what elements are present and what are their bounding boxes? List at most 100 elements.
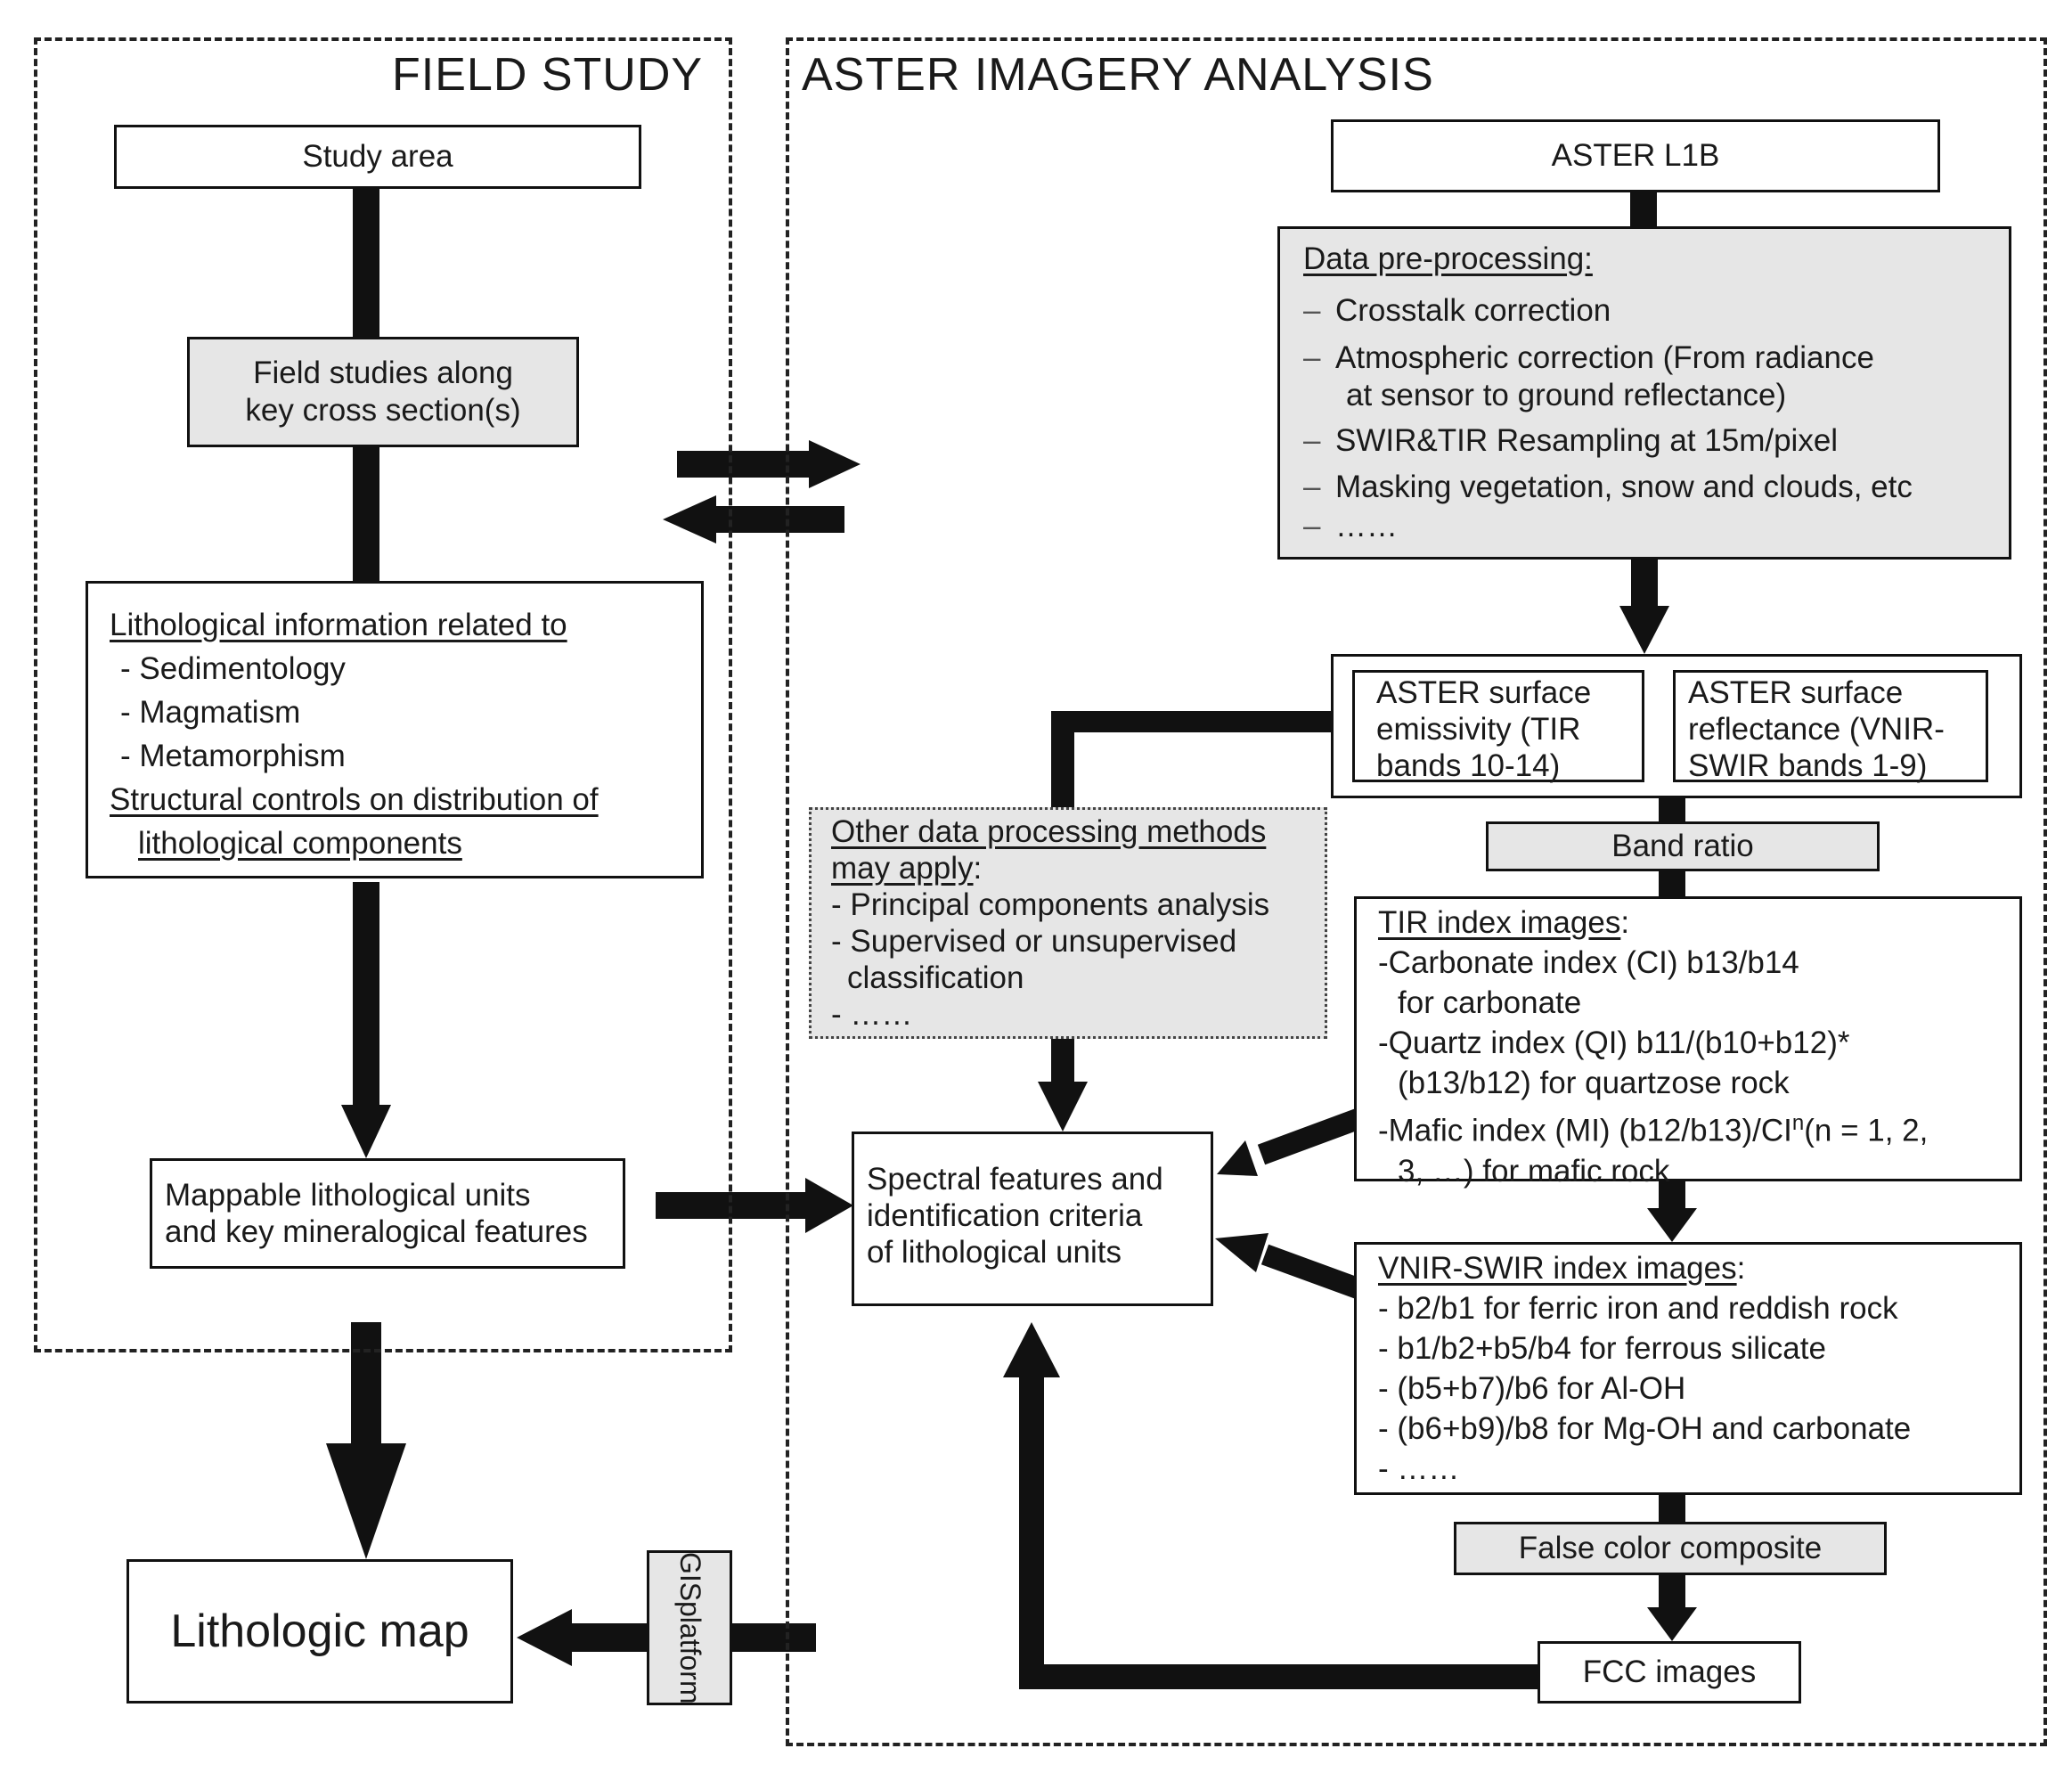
study-area-label: Study area bbox=[302, 139, 453, 174]
arrowhead-to-mappable bbox=[341, 1105, 391, 1158]
band-ratio-label: Band ratio bbox=[1611, 829, 1754, 863]
false-color-composite-box: False color composite bbox=[1454, 1522, 1887, 1575]
bullet-dash: – bbox=[1303, 509, 1321, 543]
connector-preprocessing-to-products-shaft bbox=[1631, 560, 1658, 608]
crosstalk-label: Crosstalk correction bbox=[1335, 293, 1611, 328]
reflectance-line2: reflectance (VNIR- bbox=[1688, 712, 1945, 747]
litho-item-sedimentology: - Sedimentology bbox=[120, 651, 346, 686]
preprocessing-box: Data pre-processing: –Crosstalk correcti… bbox=[1277, 226, 2011, 560]
structural-controls-line2: lithological components bbox=[138, 826, 462, 861]
mappable-line1: Mappable lithological units bbox=[165, 1178, 531, 1213]
supervised-item-line2: classification bbox=[847, 960, 1024, 995]
atmospheric-correction-item: –Atmospheric correction (From radiance bbox=[1303, 339, 2009, 377]
connector-composite-to-fcc-shaft bbox=[1659, 1575, 1685, 1609]
litho-item-metamorphism: - Metamorphism bbox=[120, 739, 346, 773]
vnir-index-colon: : bbox=[1736, 1251, 1746, 1286]
other-methods-more: - …… bbox=[831, 997, 913, 1032]
aster-analysis-panel bbox=[786, 37, 2047, 1746]
mafic-index-line2: 3, …) for mafic rock bbox=[1398, 1153, 1670, 1189]
bullet-dash: – bbox=[1303, 293, 1321, 328]
aster-l1b-label: ASTER L1B bbox=[1551, 138, 1720, 173]
emissivity-line1: ASTER surface bbox=[1376, 675, 1592, 710]
reflectance-line3: SWIR bands 1-9) bbox=[1688, 748, 1928, 783]
other-methods-heading2: may apply bbox=[831, 851, 974, 886]
other-methods-colon: : bbox=[973, 851, 983, 886]
preprocessing-more: …… bbox=[1335, 509, 1398, 543]
connector-fcc-left bbox=[1019, 1664, 1538, 1689]
lithologic-map-box: Lithologic map bbox=[126, 1559, 513, 1704]
connector-litho-to-mappable-shaft bbox=[353, 882, 379, 1105]
tir-index-heading: TIR index images bbox=[1378, 905, 1621, 940]
connector-bandratio-to-tir bbox=[1659, 871, 1685, 896]
mafic-index-line1: -Mafic index (MI) (b12/b13)/CIn(n = 1, 2… bbox=[1378, 1103, 2019, 1151]
arrowhead-vnir-to-spectral bbox=[1215, 1233, 1268, 1272]
connector-study-to-field bbox=[353, 189, 379, 339]
lithological-info-heading: Lithological information related to bbox=[110, 608, 567, 642]
mappable-line2: and key mineralogical features bbox=[165, 1214, 588, 1249]
exchange-arrowhead-left bbox=[663, 495, 716, 543]
bullet-dash: – bbox=[1303, 340, 1321, 375]
tir-index-heading-row: TIR index images: bbox=[1378, 903, 2019, 943]
vnir-index-heading: VNIR-SWIR index images bbox=[1378, 1251, 1737, 1286]
vnir-swir-index-box: VNIR-SWIR index images: - b2/b1 for ferr… bbox=[1354, 1242, 2022, 1495]
surface-emissivity-box: ASTER surface emissivity (TIR bands 10-1… bbox=[1352, 670, 1644, 783]
mappable-units-box: Mappable lithological units and key mine… bbox=[150, 1158, 625, 1269]
connector-fcc-up bbox=[1019, 1376, 1044, 1689]
mafic-index-exponent: n bbox=[1791, 1111, 1805, 1135]
platform-label: platform bbox=[673, 1600, 706, 1704]
structural-controls-line1: Structural controls on distribution of bbox=[110, 782, 599, 817]
mafic-index-part2: (n = 1, 2, bbox=[1804, 1113, 1929, 1148]
masking-item: –Masking vegetation, snow and clouds, et… bbox=[1303, 464, 2009, 511]
connector-tir-to-vnir-shaft bbox=[1659, 1181, 1685, 1210]
bullet-dash: – bbox=[1303, 470, 1321, 504]
aster-analysis-title: ASTER IMAGERY ANALYSIS bbox=[802, 49, 1434, 101]
vnir-index-more: - …… bbox=[1378, 1451, 1460, 1486]
emissivity-line3: bands 10-14) bbox=[1376, 748, 1561, 783]
carbonate-index-line1: -Carbonate index (CI) b13/b14 bbox=[1378, 945, 1799, 980]
gis-platform-box: GIS platform bbox=[647, 1550, 732, 1705]
connector-emissivity-down bbox=[1051, 711, 1074, 807]
fcc-images-box: FCC images bbox=[1538, 1641, 1801, 1704]
connector-emissivity-left bbox=[1051, 711, 1333, 732]
field-studies-box: Field studies along key cross section(s) bbox=[187, 337, 579, 447]
aster-l1b-box: ASTER L1B bbox=[1331, 119, 1940, 192]
emissivity-line2: emissivity (TIR bbox=[1376, 712, 1581, 747]
field-study-title: FIELD STUDY bbox=[392, 49, 704, 101]
masking-label: Masking vegetation, snow and clouds, etc bbox=[1335, 470, 1913, 504]
quartz-index-line1: -Quartz index (QI) b11/(b10+b12)* bbox=[1378, 1025, 1850, 1060]
other-methods-heading1: Other data processing methods bbox=[831, 814, 1267, 849]
connector-tir-to-spectral bbox=[1257, 1108, 1362, 1165]
preprocessing-heading: Data pre-processing: bbox=[1303, 241, 1593, 276]
field-study-panel bbox=[34, 37, 732, 1352]
connector-products-to-bandratio bbox=[1659, 798, 1685, 821]
ferric-iron-item: - b2/b1 for ferric iron and reddish rock bbox=[1378, 1291, 1898, 1326]
atmospheric-line2: at sensor to ground reflectance) bbox=[1346, 378, 1787, 413]
tir-index-colon: : bbox=[1620, 905, 1630, 940]
exchange-arrow-left-shaft bbox=[714, 506, 844, 533]
connector-l1b-to-preprocessing bbox=[1630, 192, 1657, 228]
arrowhead-to-lithologic-map bbox=[326, 1443, 406, 1559]
other-methods-heading2-row: may apply: bbox=[831, 850, 1325, 886]
connector-vnir-to-spectral bbox=[1260, 1244, 1362, 1299]
false-color-composite-label: False color composite bbox=[1518, 1531, 1823, 1565]
pca-item: - Principal components analysis bbox=[831, 887, 1270, 922]
supervised-item-line1: - Supervised or unsupervised bbox=[831, 924, 1237, 959]
mafic-index-part1: -Mafic index (MI) (b12/b13)/CI bbox=[1378, 1113, 1792, 1148]
resampling-label: SWIR&TIR Resampling at 15m/pixel bbox=[1335, 423, 1839, 458]
arrowhead-to-map-from-gis bbox=[517, 1609, 572, 1666]
arrowhead-tir-to-vnir bbox=[1647, 1208, 1697, 1242]
study-area-box: Study area bbox=[114, 125, 641, 189]
mg-oh-item: - (b6+b9)/b8 for Mg-OH and carbonate bbox=[1378, 1411, 1912, 1446]
arrowhead-to-products bbox=[1619, 606, 1669, 654]
arrowhead-to-fcc bbox=[1647, 1607, 1697, 1641]
arrowhead-fcc-to-spectral bbox=[1003, 1322, 1060, 1377]
spectral-line3: of lithological units bbox=[867, 1235, 1122, 1270]
carbonate-index-line2: for carbonate bbox=[1398, 985, 1582, 1020]
gis-label: GIS bbox=[673, 1551, 706, 1601]
litho-item-magmatism: - Magmatism bbox=[120, 695, 301, 730]
connector-field-to-map-shaft bbox=[351, 1322, 381, 1447]
tir-index-box: TIR index images: -Carbonate index (CI) … bbox=[1354, 896, 2022, 1189]
vnir-index-heading-row: VNIR-SWIR index images: bbox=[1378, 1248, 2019, 1288]
surface-reflectance-box: ASTER surface reflectance (VNIR- SWIR ba… bbox=[1673, 670, 1988, 783]
